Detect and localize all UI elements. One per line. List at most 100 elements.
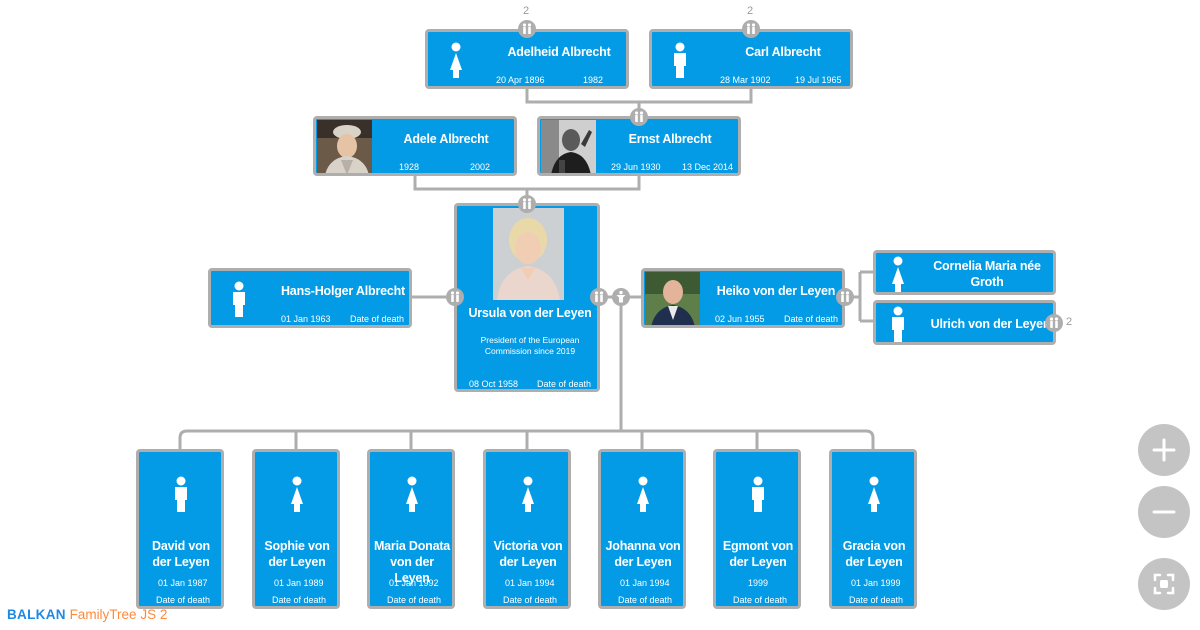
minus-icon: [1152, 510, 1176, 514]
parents-icon: [450, 291, 460, 302]
person-card-hans-holger-albrecht[interactable]: Hans-Holger Albrecht 01 Jan 1963 Date of…: [208, 268, 412, 328]
birth-date: 1928: [399, 162, 420, 172]
plus-icon: [1152, 438, 1176, 462]
parents-badge-ursula[interactable]: [518, 195, 536, 213]
person-name: David von der Leyen: [152, 539, 210, 569]
zoom-out-button[interactable]: [1138, 486, 1190, 538]
person-card-victoria-von-der-leyen[interactable]: Victoria von der Leyen 01 Jan 1994 Date …: [483, 449, 571, 609]
person-card-sophie-von-der-leyen[interactable]: Sophie von der Leyen 01 Jan 1989 Date of…: [252, 449, 340, 609]
female-avatar-icon: [868, 476, 880, 512]
death-date: Date of death: [272, 595, 327, 605]
person-card-david-von-der-leyen[interactable]: David von der Leyen 01 Jan 1987 Date of …: [136, 449, 224, 609]
birth-date: 01 Jan 1992: [389, 578, 439, 588]
person-card-ernst-albrecht[interactable]: Ernst Albrecht 29 Jun 1930 13 Dec 2014: [537, 116, 741, 176]
person-card-cornelia-maria-groth[interactable]: Cornelia Maria née Groth: [873, 250, 1056, 295]
birth-date: 01 Jan 1994: [620, 578, 670, 588]
ancestor-count: 2: [747, 5, 754, 17]
death-date: 2002: [470, 162, 491, 172]
parents-badge-heiko[interactable]: [836, 288, 854, 306]
person-photo: [541, 120, 596, 173]
birth-date: 20 Apr 1896: [496, 75, 545, 85]
ancestor-count: 2: [1066, 316, 1073, 328]
parents-icon: [1049, 317, 1059, 328]
parents-badge-hans-holger[interactable]: [446, 288, 464, 306]
parents-icon: [594, 291, 604, 302]
death-date: Date of death: [350, 314, 405, 324]
death-date: 19 Jul 1965: [795, 75, 842, 85]
person-card-adelheid-albrecht[interactable]: Adelheid Albrecht 20 Apr 1896 1982: [425, 29, 629, 89]
death-date: Date of death: [618, 595, 673, 605]
death-date: Date of death: [503, 595, 558, 605]
parents-badge-adelheid[interactable]: [518, 20, 536, 38]
child-icon: [616, 290, 626, 303]
person-name: Victoria von der Leyen: [493, 539, 563, 569]
birth-date: 1999: [748, 578, 769, 588]
parents-badge-carl[interactable]: [742, 20, 760, 38]
male-avatar-icon: [892, 306, 904, 342]
birth-date: 01 Jan 1994: [505, 578, 555, 588]
person-name: Carl Albrecht: [745, 45, 821, 59]
person-name: Ulrich von der Leyen: [930, 317, 1051, 331]
death-date: Date of death: [784, 314, 839, 324]
person-name: Maria Donata von der Leyen: [373, 539, 451, 585]
person-name: Adele Albrecht: [403, 132, 489, 146]
ancestor-count: 2: [523, 5, 530, 17]
male-avatar-icon: [674, 42, 686, 78]
person-card-egmont-von-der-leyen[interactable]: Egmont von der Leyen 1999 Date of death: [713, 449, 801, 609]
parents-icon: [746, 23, 756, 34]
death-date: 1982: [583, 75, 604, 85]
person-name: Gracia von der Leyen: [842, 539, 906, 569]
person-name: Heiko von der Leyen: [716, 284, 836, 298]
female-avatar-icon: [291, 476, 303, 512]
brand-name: BALKAN: [7, 607, 66, 622]
parents-badge-ulrich[interactable]: [1045, 314, 1063, 332]
person-card-adele-albrecht[interactable]: Adele Albrecht 1928 2002: [313, 116, 517, 176]
parents-icon: [522, 198, 532, 209]
person-name: Hans-Holger Albrecht: [280, 284, 406, 298]
birth-date: 29 Jun 1930: [611, 162, 661, 172]
death-date: Date of death: [849, 595, 904, 605]
death-date: Date of death: [537, 379, 592, 389]
person-photo: [493, 208, 564, 300]
parents-badge-ernst[interactable]: [630, 108, 648, 126]
birth-date: 01 Jan 1963: [281, 314, 331, 324]
female-avatar-icon: [892, 256, 904, 292]
male-avatar-icon: [175, 476, 187, 512]
female-avatar-icon: [406, 476, 418, 512]
person-name: Egmont von der Leyen: [722, 539, 794, 569]
brand-logo: BALKAN FamilyTree JS 2: [7, 607, 167, 622]
person-card-ursula-von-der-leyen[interactable]: Ursula von der Leyen President of the Eu…: [454, 203, 600, 392]
person-name: Johanna von der Leyen: [605, 539, 681, 569]
parents-icon: [634, 111, 644, 122]
parents-icon: [840, 291, 850, 302]
death-date: Date of death: [156, 595, 211, 605]
person-card-gracia-von-der-leyen[interactable]: Gracia von der Leyen 01 Jan 1999 Date of…: [829, 449, 917, 609]
person-name: Ursula von der Leyen: [468, 306, 592, 320]
person-photo: [645, 272, 700, 325]
fit-to-screen-icon: [1153, 573, 1175, 595]
male-avatar-icon: [752, 476, 764, 512]
person-card-maria-donata-von-der-leyen[interactable]: Maria Donata von der Leyen 01 Jan 1992 D…: [367, 449, 455, 609]
birth-date: 08 Oct 1958: [469, 379, 519, 389]
person-name: Ernst Albrecht: [628, 132, 712, 146]
product-name: FamilyTree JS 2: [69, 607, 168, 622]
person-card-carl-albrecht[interactable]: Carl Albrecht 28 Mar 1902 19 Jul 1965: [649, 29, 853, 89]
zoom-in-button[interactable]: [1138, 424, 1190, 476]
death-date: 13 Dec 2014: [682, 162, 734, 172]
person-card-ulrich-von-der-leyen[interactable]: Ulrich von der Leyen: [873, 300, 1056, 345]
person-card-johanna-von-der-leyen[interactable]: Johanna von der Leyen 01 Jan 1994 Date o…: [598, 449, 686, 609]
female-avatar-icon: [637, 476, 649, 512]
person-name: Sophie von der Leyen: [264, 539, 330, 569]
person-card-heiko-von-der-leyen[interactable]: Heiko von der Leyen 02 Jun 1955 Date of …: [641, 268, 845, 328]
female-avatar-icon: [450, 42, 462, 78]
death-date: Date of death: [387, 595, 442, 605]
person-name: Cornelia Maria née Groth: [933, 259, 1041, 289]
fit-to-screen-button[interactable]: [1138, 558, 1190, 610]
birth-date: 02 Jun 1955: [715, 314, 765, 324]
birth-date: 01 Jan 1987: [158, 578, 208, 588]
person-title: President of the European Commission sin…: [480, 335, 580, 356]
partner-badge-heiko[interactable]: [612, 288, 630, 306]
birth-date: 28 Mar 1902: [720, 75, 771, 85]
parents-badge-ursula-side[interactable]: [590, 288, 608, 306]
birth-date: 01 Jan 1999: [851, 578, 901, 588]
